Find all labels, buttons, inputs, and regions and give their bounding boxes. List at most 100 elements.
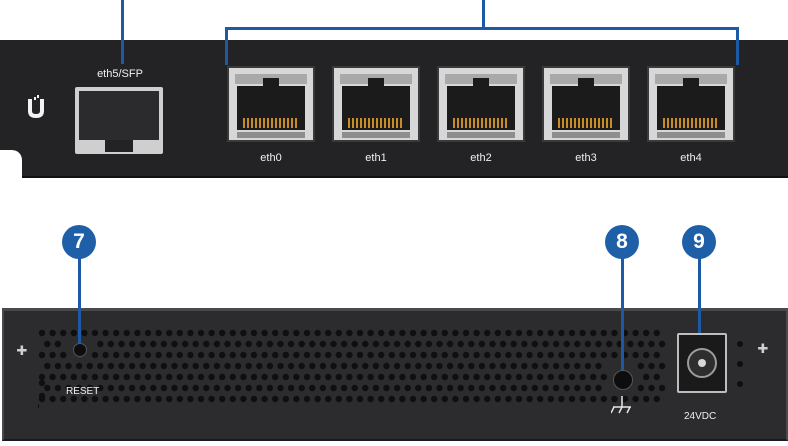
vent-hole xyxy=(409,351,417,359)
vent-hole xyxy=(208,351,215,359)
power-jack[interactable] xyxy=(677,333,727,393)
port-base xyxy=(552,132,620,138)
vent-hole xyxy=(436,362,443,370)
vent-hole xyxy=(330,362,337,370)
vent-hole xyxy=(531,340,539,348)
ethernet-port-eth3[interactable] xyxy=(542,66,630,142)
vent-hole xyxy=(197,351,205,359)
port-base xyxy=(657,132,725,138)
vent-hole xyxy=(531,384,539,392)
vent-hole xyxy=(287,362,295,370)
vent-hole xyxy=(367,373,374,381)
port-label-eth3: eth3 xyxy=(575,152,597,164)
vent-hole xyxy=(81,395,88,403)
vent-hole xyxy=(542,362,549,370)
vent-hole xyxy=(388,329,395,337)
vent-hole xyxy=(436,340,443,348)
reset-button[interactable] xyxy=(73,343,87,357)
vent-hole xyxy=(643,351,650,359)
vent-hole xyxy=(314,373,321,381)
rj45-key xyxy=(683,78,699,87)
vent-hole xyxy=(362,362,369,370)
ground-symbol-icon xyxy=(611,396,631,414)
vent-hole xyxy=(118,384,125,392)
vent-hole xyxy=(176,395,183,403)
vent-hole xyxy=(155,351,162,359)
vent-hole xyxy=(54,340,62,348)
vent-hole xyxy=(272,373,279,381)
vent-hole xyxy=(81,373,88,381)
vent-hole xyxy=(431,329,438,337)
vent-hole xyxy=(303,351,311,359)
vent-hole xyxy=(537,373,544,381)
vent-hole xyxy=(600,351,607,359)
rj45-key xyxy=(263,78,279,87)
ethernet-port-eth0[interactable] xyxy=(227,66,315,142)
vent-hole xyxy=(38,373,46,381)
vent-hole xyxy=(558,329,565,337)
vent-hole xyxy=(139,362,146,370)
vent-hole xyxy=(113,395,120,403)
vent-hole xyxy=(441,395,448,403)
vent-hole xyxy=(266,340,274,348)
vent-hole xyxy=(552,384,560,392)
vent-hole xyxy=(489,340,496,348)
vent-hole xyxy=(240,373,247,381)
vent-hole xyxy=(97,384,104,392)
vent-hole xyxy=(579,329,586,337)
vent-hole xyxy=(415,384,422,392)
vent-hole xyxy=(351,362,358,370)
vent-hole xyxy=(208,395,215,403)
sfp-port[interactable] xyxy=(75,87,163,154)
callout-reset: 7 xyxy=(62,225,96,259)
vent-hole xyxy=(505,329,512,337)
vent-hole xyxy=(107,340,115,348)
ethernet-port-eth2[interactable] xyxy=(437,66,525,142)
vent-hole xyxy=(203,340,210,348)
vent-hole xyxy=(97,362,104,370)
vent-hole xyxy=(70,373,77,381)
vent-hole xyxy=(272,395,279,403)
vent-hole xyxy=(234,384,242,392)
vent-hole xyxy=(293,373,300,381)
ethernet-port-eth4[interactable] xyxy=(647,66,735,142)
port-label-eth0: eth0 xyxy=(260,152,282,164)
vent-hole xyxy=(113,351,120,359)
vent-hole xyxy=(568,395,576,403)
vent-hole xyxy=(213,340,221,348)
vent-hole xyxy=(595,362,602,370)
vent-hole xyxy=(187,373,194,381)
vent-hole xyxy=(499,362,507,370)
vent-hole xyxy=(425,384,433,392)
vent-hole xyxy=(579,351,586,359)
vent-hole xyxy=(462,351,470,359)
vent-hole xyxy=(653,373,660,381)
vent-hole xyxy=(38,392,46,400)
vent-hole xyxy=(176,329,183,337)
power-jack-pin xyxy=(698,359,706,367)
vent-hole xyxy=(378,329,385,337)
rj45-pins xyxy=(663,118,719,128)
vent-hole xyxy=(319,384,327,392)
vent-hole xyxy=(38,329,46,337)
vent-hole xyxy=(86,362,93,370)
vent-hole xyxy=(303,329,311,337)
vent-hole xyxy=(160,340,168,348)
vent-hole xyxy=(192,362,199,370)
vent-hole xyxy=(139,384,146,392)
ethernet-port-eth1[interactable] xyxy=(332,66,420,142)
vent-hole xyxy=(515,329,523,337)
vent-hole xyxy=(54,362,62,370)
vent-hole xyxy=(621,395,629,403)
vent-hole xyxy=(584,362,592,370)
vent-hole xyxy=(187,395,194,403)
vent-hole xyxy=(134,395,141,403)
vent-hole xyxy=(632,351,639,359)
vent-hole xyxy=(282,329,289,337)
vent-hole xyxy=(213,362,221,370)
vent-hole xyxy=(325,395,332,403)
vent-hole xyxy=(102,351,109,359)
ground-point[interactable] xyxy=(613,370,633,390)
vent-hole xyxy=(494,373,501,381)
vent-hole xyxy=(118,362,125,370)
